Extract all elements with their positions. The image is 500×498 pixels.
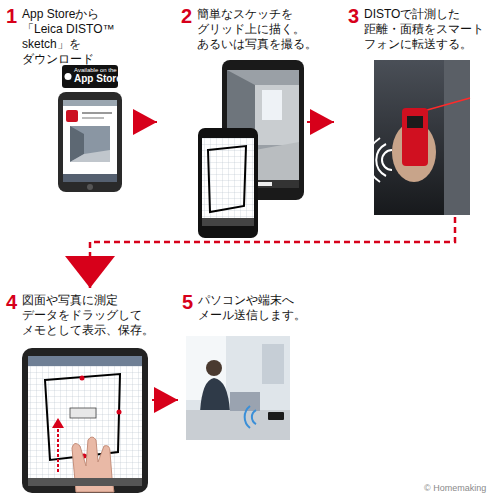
room-photo: [70, 126, 110, 162]
measure-tag: [70, 408, 96, 418]
apple-logo: [65, 73, 72, 80]
step-block: 3DISTOで計測した 距離・面積をスマート フォンに転送する。: [334, 2, 498, 217]
laser-beam: [420, 98, 470, 112]
person-head: [206, 360, 222, 376]
title-bar: [28, 356, 142, 366]
step-number: 1: [6, 6, 17, 26]
door-frame: [444, 60, 470, 215]
flow-arrow: [90, 217, 455, 288]
laptop: [230, 392, 260, 411]
step-description: 図面や写真に測定 データをドラッグして メモとして表示、保存。: [22, 293, 156, 338]
drag-arrow: [57, 424, 59, 472]
status-bar: [63, 100, 117, 106]
measure-point: [80, 376, 85, 381]
phone-body: [22, 348, 148, 493]
phone-body: [198, 128, 258, 238]
step-number: 3: [348, 6, 359, 26]
room-floor: [70, 150, 110, 162]
step-block: 4図面や写真に測定 データをドラッグして メモとして表示、保存。: [2, 288, 152, 493]
app-icon: [66, 110, 78, 122]
text-line: [82, 117, 104, 119]
phone-body: [58, 92, 122, 192]
step-number: 5: [182, 292, 193, 312]
flow-arrow: [152, 399, 178, 401]
desk: [186, 410, 290, 440]
watermark: © Homemaking: [424, 484, 486, 493]
badge-caption: Available on the: [74, 67, 117, 73]
home-button: [87, 184, 93, 190]
room-window: [262, 90, 282, 120]
wireless-waves: [245, 406, 256, 428]
toolbar: [63, 174, 117, 182]
room-back-wall: [255, 85, 299, 145]
measure-photo: [374, 60, 470, 215]
toolbar: [28, 478, 142, 486]
badge-title: App Store: [74, 74, 122, 84]
office-shelf: [262, 344, 284, 384]
measure-point: [117, 410, 122, 415]
step-block: 2簡単なスケッチを グリッド上に描く。 あるいは写真を撮る。: [157, 2, 307, 237]
step-description: App Storeから 「Leica DISTO™ sketch」を ダウンロー…: [22, 7, 137, 67]
step-number: 4: [6, 292, 17, 312]
device-display: [407, 116, 423, 128]
disto-device: [402, 108, 428, 166]
step-block: 5パソコンや端末へ メール送信します。: [178, 288, 338, 448]
flow-arrow: [142, 121, 157, 123]
step-description: パソコンや端末へ メール送信します。: [198, 293, 313, 323]
text-line: [82, 112, 112, 114]
phone-screen: [63, 100, 117, 182]
step-number: 2: [181, 6, 192, 26]
flow-arrow: [307, 121, 334, 123]
person-body: [200, 378, 230, 412]
drag-arrowhead: [52, 418, 64, 428]
wireless-waves: [368, 138, 392, 182]
office-photo: [186, 336, 290, 440]
grid-screen: [202, 138, 254, 226]
step-description: DISTOで計測した 距離・面積をスマート フォンに転送する。: [364, 7, 492, 52]
toolbar: [202, 218, 254, 226]
step-description: 簡単なスケッチを グリッド上に描く。 あるいは写真を撮る。: [197, 7, 319, 52]
smartphone: [268, 412, 284, 420]
room-sketch: [208, 146, 246, 212]
step-block: 1App Storeから 「Leica DISTO™ sketch」を ダウンロ…: [2, 2, 142, 192]
